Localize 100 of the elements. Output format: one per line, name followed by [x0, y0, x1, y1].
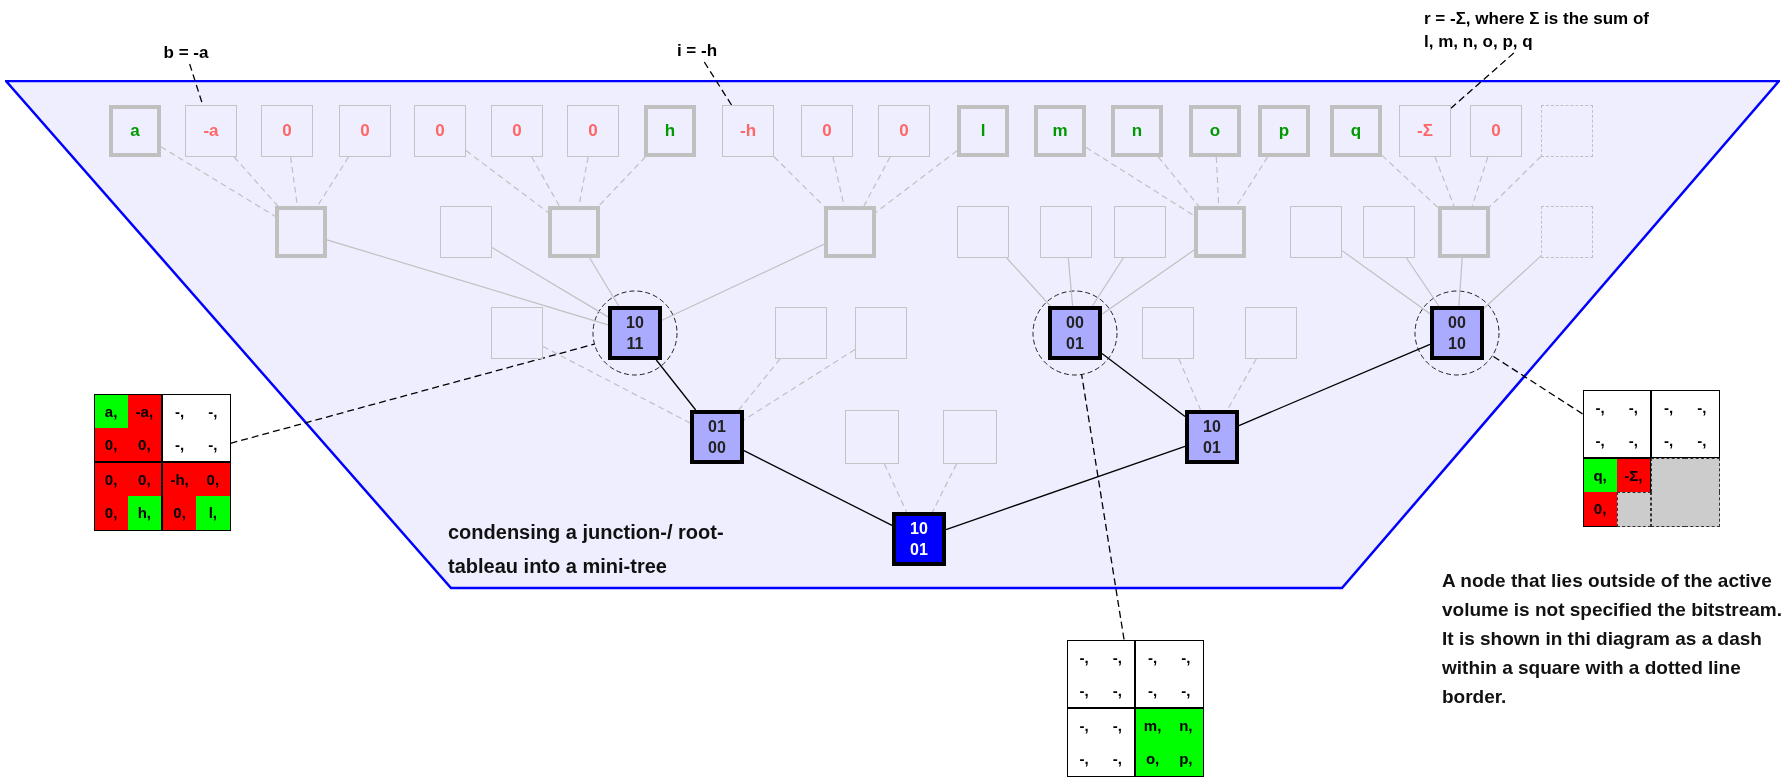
connector-line — [1381, 154, 1439, 209]
value-box: a — [109, 105, 161, 157]
connector-line — [1238, 343, 1431, 427]
table-cell: -, — [196, 427, 231, 462]
table-cell: m, — [1135, 708, 1170, 743]
connector-line — [491, 246, 609, 318]
connector-line — [160, 146, 276, 217]
empty-box — [1245, 307, 1297, 359]
connector-line — [743, 450, 893, 526]
empty-box — [440, 206, 492, 258]
connector-line — [1483, 255, 1542, 309]
callout-text: i = -h — [657, 39, 737, 62]
table-cell: l, — [196, 496, 231, 531]
table-cell: -, — [1685, 423, 1720, 458]
empty-box — [845, 410, 899, 464]
table-cell: h, — [127, 496, 162, 531]
tree-node-box: 10 11 — [608, 306, 662, 360]
connector-line — [1434, 156, 1455, 207]
tree-node-box: 00 01 — [1048, 306, 1102, 360]
value-box: 0 — [414, 105, 466, 157]
connector-line — [465, 150, 549, 213]
table-cell: o, — [1135, 742, 1170, 777]
empty-box — [491, 307, 543, 359]
empty-box — [957, 206, 1009, 258]
tree-node-box: 01 00 — [690, 410, 744, 464]
table-cell: -, — [162, 393, 197, 428]
connector-line — [1067, 257, 1074, 307]
connector-line — [931, 463, 958, 513]
table-cell: 0, — [196, 462, 231, 497]
connector-line — [1006, 257, 1051, 307]
empty-box — [1541, 105, 1593, 157]
table-cell: 0, — [162, 496, 197, 531]
empty-box — [943, 410, 997, 464]
table-cell: -, — [1066, 708, 1101, 743]
table-cell: 0, — [93, 427, 128, 462]
table-cell: -, — [1685, 389, 1720, 424]
connector-line — [1235, 156, 1269, 207]
empty-box — [1114, 206, 1166, 258]
tree-node-box: 10 01 — [1185, 410, 1239, 464]
connector-line — [1085, 146, 1195, 217]
connector-line — [1178, 358, 1202, 411]
connector-line — [743, 348, 856, 421]
connector-line — [1405, 257, 1440, 307]
value-box: l — [957, 105, 1009, 157]
connector-line — [945, 445, 1186, 531]
connector-line — [531, 156, 560, 207]
value-box: 0 — [339, 105, 391, 157]
table-cell: -, — [1582, 423, 1617, 458]
callout-text: b = -a — [146, 41, 226, 64]
value-box: h — [644, 105, 696, 157]
table-cell: -, — [1100, 742, 1135, 777]
value-box: 0 — [567, 105, 619, 157]
table-cell: 0, — [127, 462, 162, 497]
table-cell: -, — [1169, 673, 1204, 708]
connector-line — [1489, 155, 1542, 208]
value-box: 0 — [801, 105, 853, 157]
value-box: m — [1034, 105, 1086, 157]
table-cell: -, — [1616, 389, 1651, 424]
connector-line — [875, 150, 958, 213]
connector-line — [589, 257, 620, 307]
connector-line — [1101, 249, 1195, 315]
table-cell: -, — [1066, 673, 1101, 708]
value-box: 0 — [491, 105, 543, 157]
connector-line — [738, 358, 781, 411]
empty-box — [824, 206, 876, 258]
empty-box — [1142, 307, 1194, 359]
empty-box — [548, 206, 600, 258]
table-cell: -, — [1100, 639, 1135, 674]
connector-line — [863, 156, 891, 207]
root-node-box: 10 01 — [892, 512, 946, 566]
empty-box — [275, 206, 327, 258]
connector-line — [598, 156, 646, 207]
table-cell: q, — [1582, 458, 1617, 493]
table-cell: p, — [1169, 742, 1204, 777]
caption-text: condensing a junction-/ root-tableau into a mini-tree — [448, 520, 725, 579]
table-cell: -Σ, — [1616, 458, 1651, 493]
value-box: n — [1111, 105, 1163, 157]
tree-node-box: 00 10 — [1430, 306, 1484, 360]
value-box: 0 — [261, 105, 313, 157]
connector-line — [655, 359, 697, 411]
value-box: 0 — [1470, 105, 1522, 157]
leader-line — [1491, 355, 1584, 415]
leader-line — [703, 61, 733, 106]
value-box: -Σ — [1399, 105, 1451, 157]
empty-box — [1541, 206, 1593, 258]
value-box: p — [1258, 105, 1310, 157]
table-cell: -a, — [127, 393, 162, 428]
empty-box — [1363, 206, 1415, 258]
table-cell: -, — [196, 393, 231, 428]
value-box: 0 — [878, 105, 930, 157]
connector-line — [316, 156, 350, 207]
table-cell: -, — [1651, 423, 1686, 458]
empty-box — [1438, 206, 1490, 258]
table-cell: -h, — [162, 462, 197, 497]
table-cell: -, — [162, 427, 197, 462]
empty-box — [1290, 206, 1342, 258]
table-cell: -, — [1066, 742, 1101, 777]
leader-line — [229, 343, 596, 444]
table-cell: a, — [93, 393, 128, 428]
value-box: -h — [722, 105, 774, 157]
